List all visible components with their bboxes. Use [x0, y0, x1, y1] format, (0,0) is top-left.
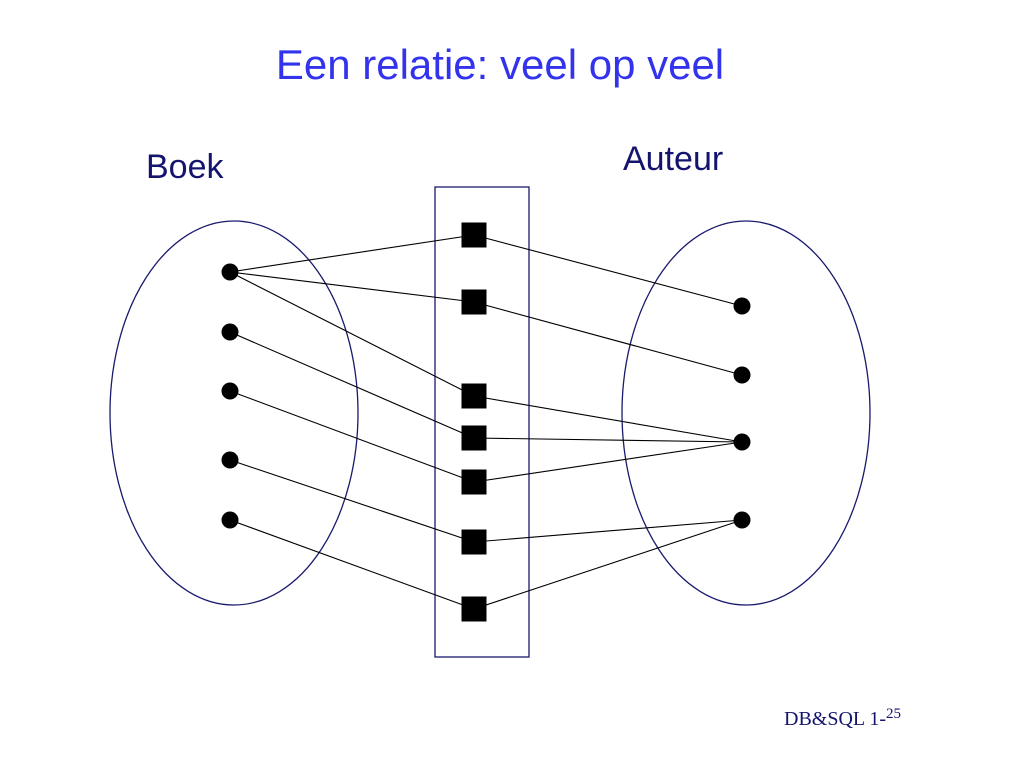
slide-title: Een relatie: veel op veel — [275, 41, 725, 88]
edge-b5-r7 — [229, 519, 475, 610]
footer-text: DB&SQL 1- — [784, 708, 887, 730]
relation-node-r1 — [461, 222, 487, 248]
relation-box — [434, 186, 530, 658]
edge-b1-r1 — [229, 234, 475, 273]
boek-label: Boek — [146, 148, 224, 186]
boek-node-b1 — [221, 263, 239, 281]
edge-r1-a1 — [473, 234, 743, 307]
auteur-node-a3 — [733, 433, 751, 451]
auteur-node-a1 — [733, 297, 751, 315]
edge-r6-a4 — [473, 519, 743, 543]
relation-node-r4 — [461, 425, 487, 451]
edge-b1-r2 — [229, 271, 475, 303]
relation-node-r6 — [461, 529, 487, 555]
boek-node-b2 — [221, 323, 239, 341]
edge-r2-a2 — [473, 301, 743, 376]
boek-node-b5 — [221, 511, 239, 529]
auteur-set-ellipse — [621, 220, 871, 606]
relation-node-r3 — [461, 383, 487, 409]
relation-node-r2 — [461, 289, 487, 315]
relation-node-r5 — [461, 469, 487, 495]
slide-footer: DB&SQL 1-25 — [784, 706, 901, 731]
edge-b4-r6 — [229, 459, 475, 543]
auteur-node-a2 — [733, 366, 751, 384]
edge-r7-a4 — [473, 519, 743, 610]
edge-r4-a3 — [473, 437, 743, 443]
boek-node-b3 — [221, 382, 239, 400]
edge-b2-r4 — [229, 331, 475, 439]
auteur-node-a4 — [733, 511, 751, 529]
edge-b3-r5 — [229, 390, 475, 483]
edge-r5-a3 — [473, 441, 743, 483]
edge-b1-r3 — [229, 271, 475, 397]
footer-page-number: 25 — [886, 706, 902, 722]
relation-node-r7 — [461, 596, 487, 622]
edge-r3-a3 — [473, 395, 743, 443]
boek-set-ellipse — [109, 220, 359, 606]
auteur-label: Auteur — [623, 140, 724, 178]
boek-node-b4 — [221, 451, 239, 469]
